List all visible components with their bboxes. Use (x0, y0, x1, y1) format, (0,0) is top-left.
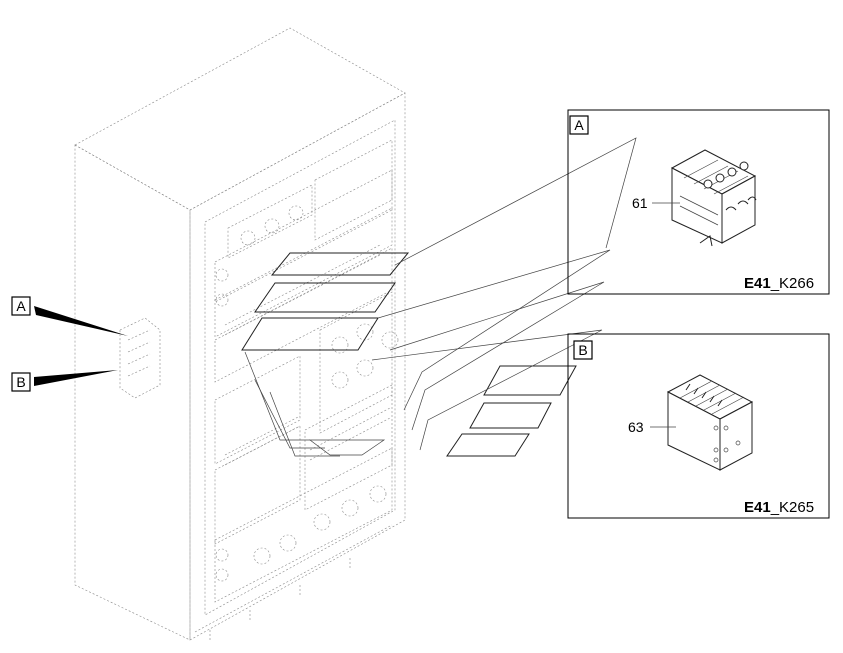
callout-a-letter: A (16, 298, 26, 314)
detail-panel-a-code-rest: _K266 (770, 275, 814, 292)
electrical-cabinet (74, 27, 406, 641)
highlighted-panels (241, 252, 577, 457)
callout-b-letter: B (16, 374, 25, 390)
detail-panel-b-code-bold: E41 (744, 499, 771, 516)
cabinet-component-rows (194, 139, 399, 640)
part-number-63: 63 (628, 419, 644, 435)
detail-panel-b-code-rest: _K265 (770, 499, 814, 516)
circuit-breaker-part (670, 149, 757, 247)
leader-lines (244, 137, 637, 457)
part-number-61: 61 (632, 195, 648, 211)
detail-panel-a-code-bold: E41 (744, 275, 771, 292)
detail-panel-b: B 63 E41_K265 (567, 333, 830, 519)
detail-panel-b-frame (567, 333, 830, 519)
detail-panel-a: A 61 E41_K266 (567, 109, 830, 295)
detail-panel-a-letter: A (574, 117, 584, 133)
detail-panel-b-letter: B (578, 342, 587, 358)
detail-panel-b-letter-box (573, 340, 593, 360)
detail-panel-a-code: E41_K266 (744, 275, 814, 292)
detail-panel-a-frame (567, 109, 830, 295)
detail-panel-b-code: E41_K265 (744, 499, 814, 516)
callout-b-box (11, 372, 31, 392)
callout-a-box (11, 296, 31, 316)
detail-panel-a-letter-box (569, 115, 589, 135)
callout-b: B (11, 372, 31, 392)
callout-a: A (11, 296, 31, 316)
contactor-part (666, 374, 754, 471)
callout-arrows (34, 306, 161, 399)
